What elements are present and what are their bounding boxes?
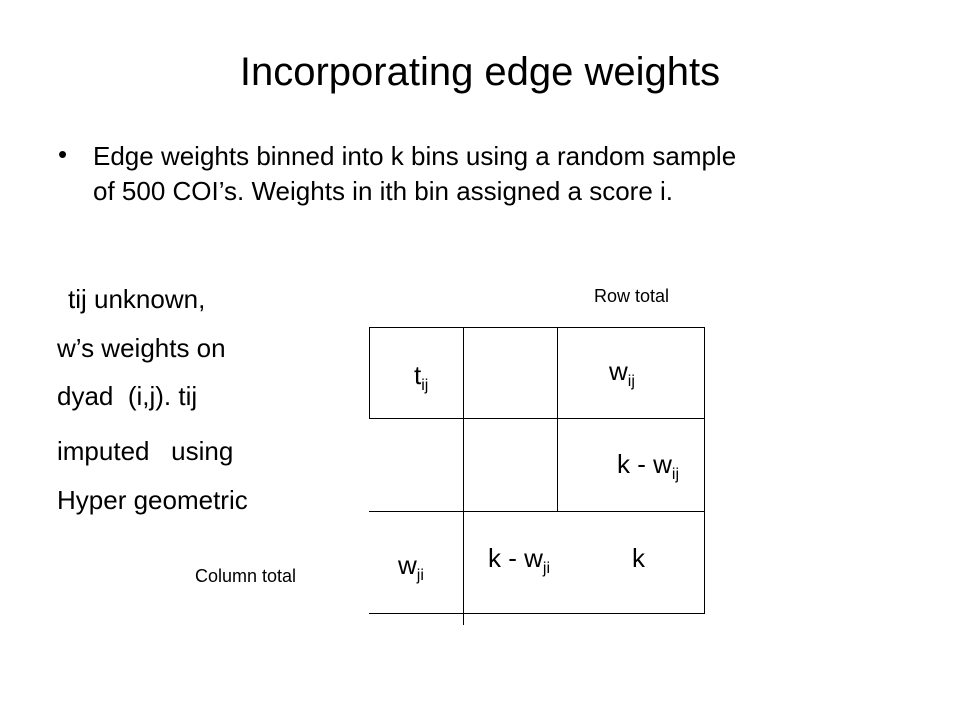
table-right-border: [704, 327, 705, 614]
table-col-divider-2: [557, 327, 558, 511]
side-text-line-3: dyad (i,j). tij: [57, 381, 198, 411]
side-text-line-2: w’s weights on: [57, 333, 226, 363]
table-left-border: [369, 327, 370, 419]
cell-w-ji: wji: [398, 550, 424, 584]
cell-k-minus-w-ji: k - wji: [488, 543, 550, 577]
cell-k: k: [632, 543, 645, 573]
table-bottom-border: [369, 613, 705, 614]
cell-k-minus-w-ij: k - wij: [617, 449, 679, 483]
bullet-line-1: Edge weights binned into k bins using a …: [93, 141, 737, 171]
side-text-line-1: tij unknown,: [68, 284, 206, 314]
slide-title: Incorporating edge weights: [239, 50, 721, 94]
table-row-divider-2: [369, 511, 705, 512]
cell-w-ij: wij: [609, 356, 635, 390]
bullet-text: Edge weights binned into k bins using a …: [93, 139, 913, 209]
table-top-border: [369, 327, 705, 328]
column-total-label: Column total: [195, 566, 297, 586]
table-col-divider-1: [463, 327, 464, 625]
table-row-divider-1: [369, 418, 705, 419]
side-text-line-4: imputed using: [57, 436, 234, 466]
bullet-line-2: of 500 COI’s. Weights in ith bin assigne…: [93, 176, 674, 206]
bullet-marker: •: [58, 139, 68, 169]
cell-t-ij: tij: [414, 360, 429, 394]
side-text-line-5: Hyper geometric: [57, 485, 248, 515]
row-total-label: Row total: [594, 286, 670, 306]
